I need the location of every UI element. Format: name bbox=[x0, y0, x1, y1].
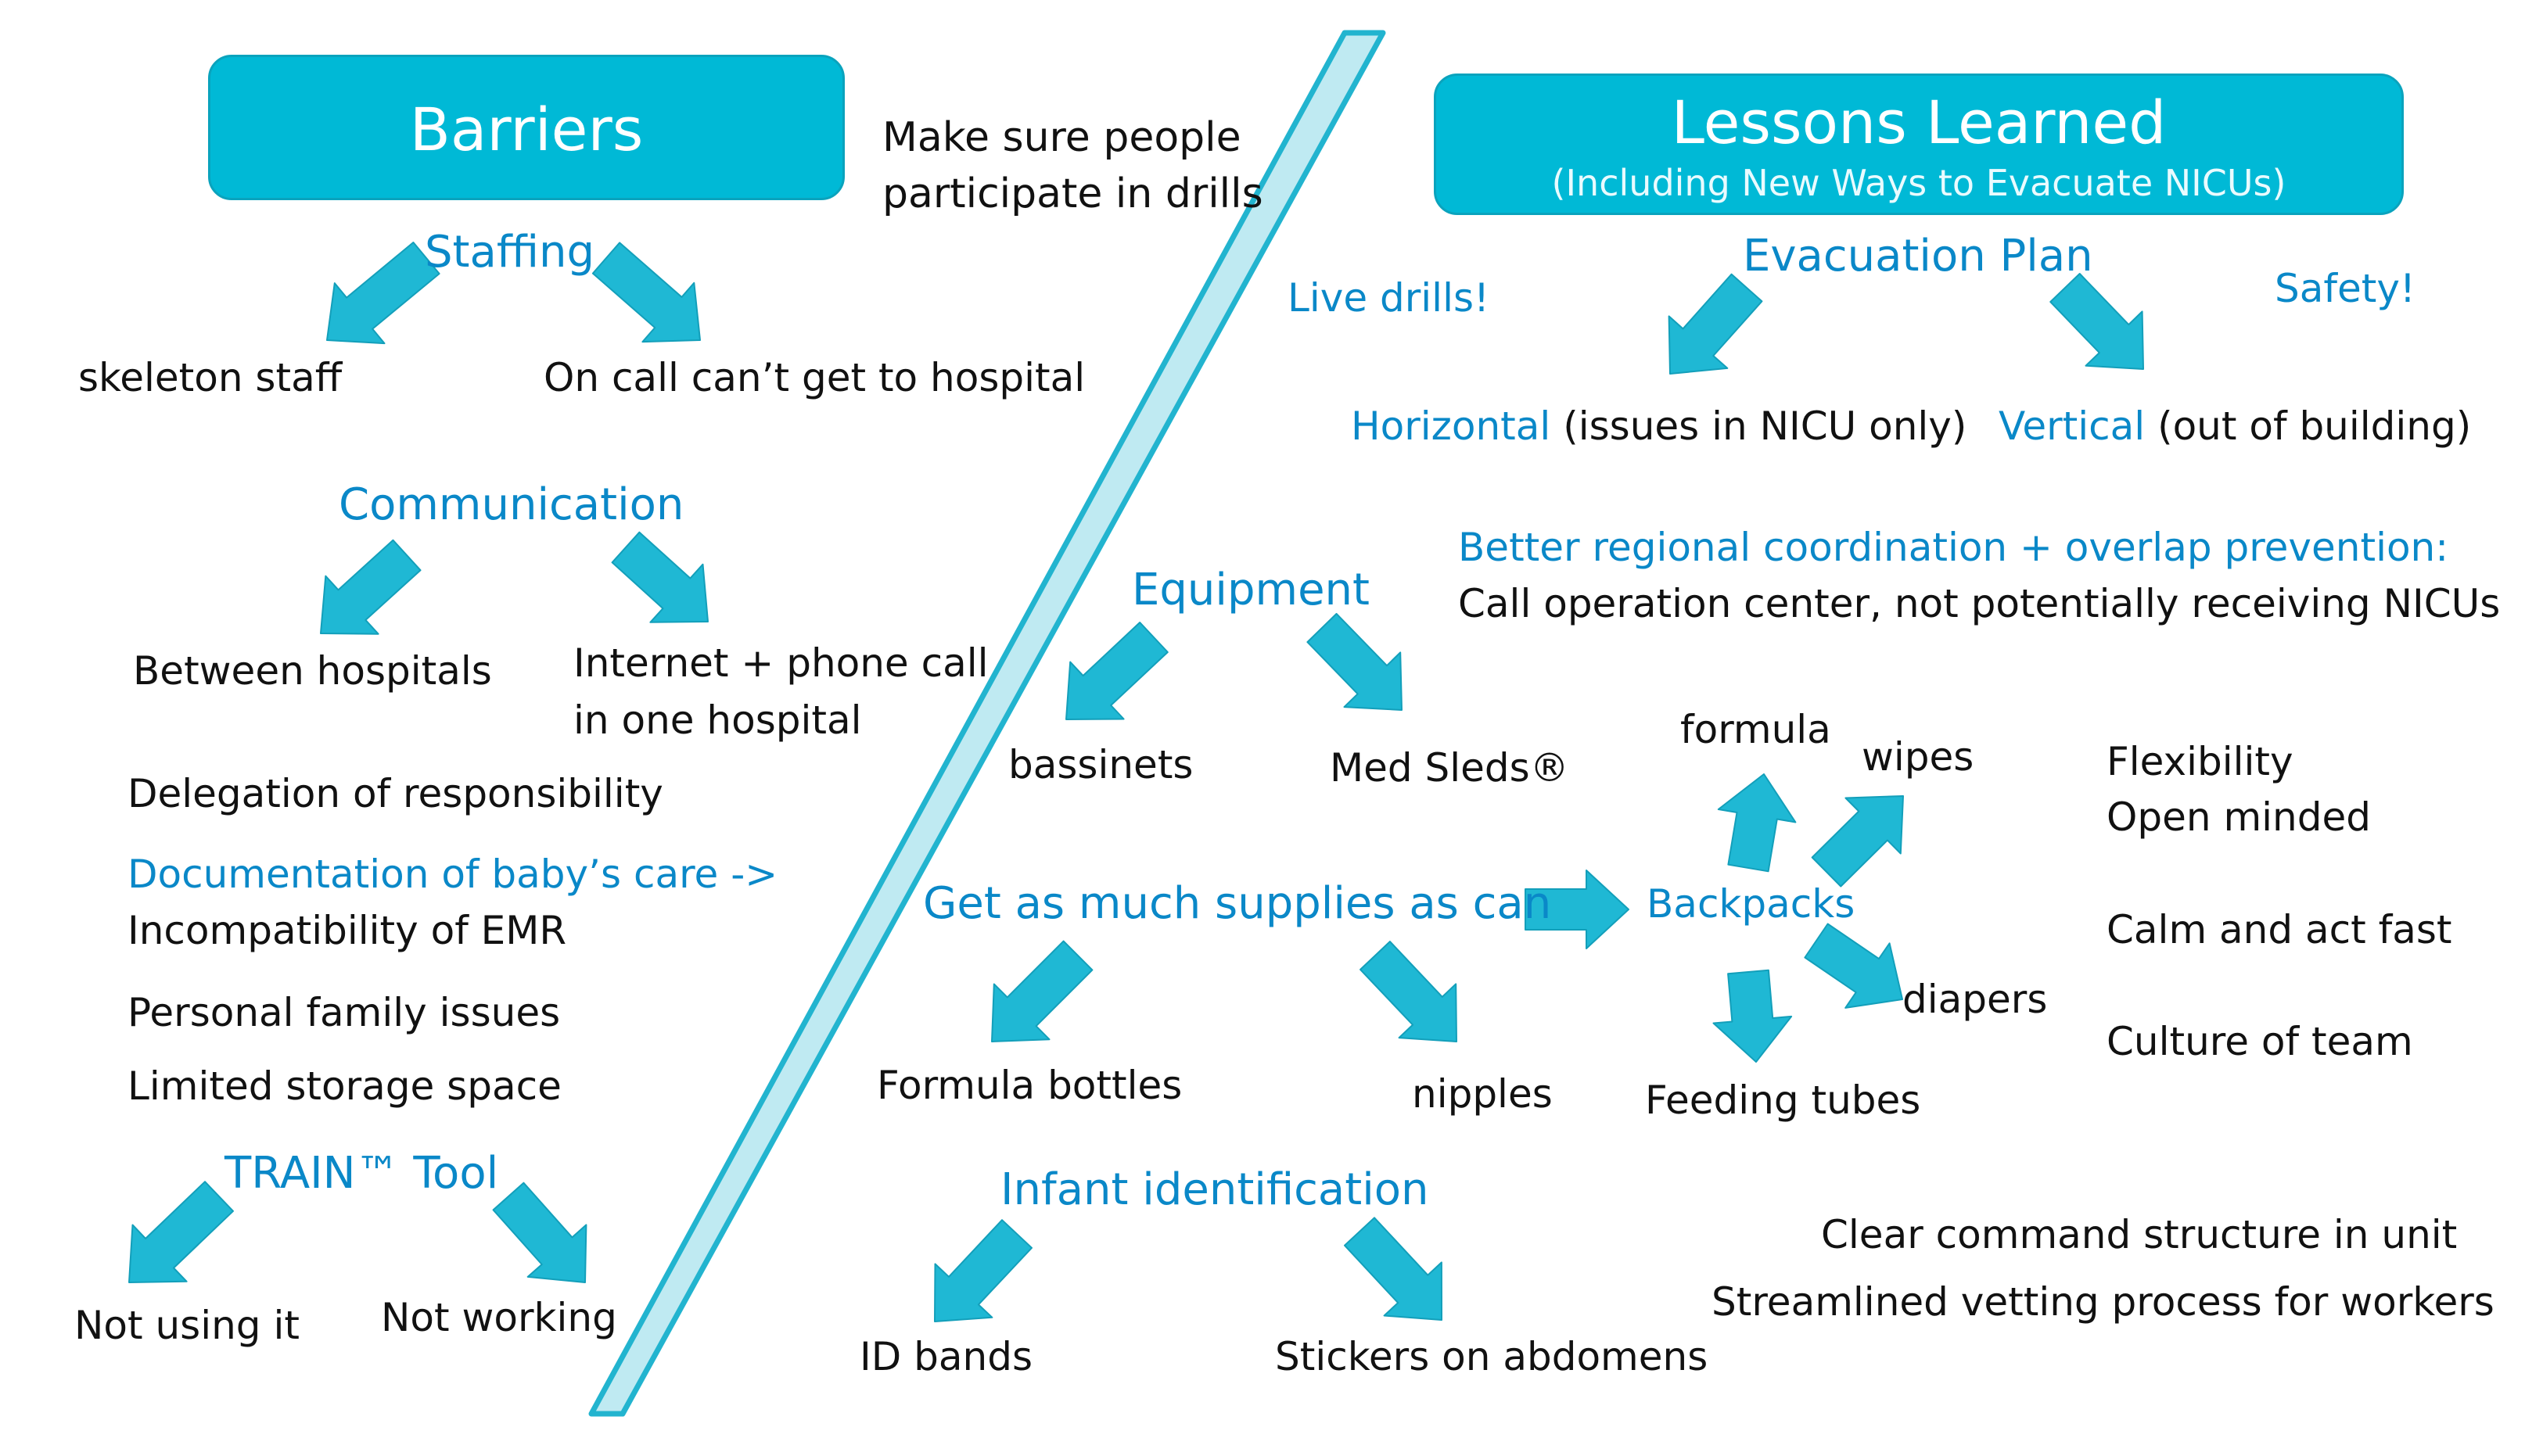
trait-open-minded: Open minded bbox=[2107, 794, 2371, 840]
barriers-title: Barriers bbox=[409, 95, 644, 164]
arrow-supplies-left bbox=[991, 940, 1094, 1042]
vetting-process: Streamlined vetting process for workers bbox=[1711, 1279, 2495, 1325]
formula-bottles-item: Formula bottles bbox=[877, 1063, 1183, 1108]
coordination-detail: Call operation center, not potentially r… bbox=[1458, 581, 2501, 626]
drills-note-line-2: participate in drills bbox=[882, 170, 1263, 217]
storage-item: Limited storage space bbox=[128, 1063, 562, 1109]
barriers-header: Barriers bbox=[208, 55, 845, 200]
evacuation-plan-label: Evacuation Plan bbox=[1743, 231, 2093, 282]
internet-phone-line-1: Internet + phone call bbox=[573, 640, 989, 686]
equipment-label: Equipment bbox=[1132, 565, 1370, 615]
divider-line bbox=[588, 30, 1386, 1417]
arrow-comm-right bbox=[611, 531, 709, 623]
arrow-train-right bbox=[492, 1182, 587, 1283]
arrow-evac-right bbox=[2049, 273, 2144, 370]
arrow-backpacks-formula bbox=[1717, 773, 1797, 873]
feeding-tubes-item: Feeding tubes bbox=[1645, 1078, 1921, 1123]
arrow-staffing-left bbox=[326, 242, 440, 345]
supplies-label: Get as much supplies as can bbox=[923, 878, 1552, 929]
vertical-item: Vertical (out of building) bbox=[1999, 407, 2471, 446]
horizontal-detail: (issues in NICU only) bbox=[1550, 403, 1967, 449]
formula-item: formula bbox=[1680, 707, 1831, 752]
arrow-backpacks-tubes bbox=[1712, 969, 1793, 1063]
diapers-item: diapers bbox=[1902, 977, 2048, 1022]
internet-phone-line-2: in one hospital bbox=[573, 698, 862, 743]
arrow-equip-right bbox=[1306, 612, 1403, 711]
wipes-item: wipes bbox=[1862, 734, 1974, 780]
not-working: Not working bbox=[381, 1295, 617, 1340]
id-bands-item: ID bands bbox=[860, 1334, 1033, 1379]
arrow-equip-left bbox=[1065, 622, 1169, 720]
communication-label: Communication bbox=[339, 479, 684, 530]
horizontal-label: Horizontal bbox=[1351, 403, 1551, 449]
infant-id-label: Infant identification bbox=[1000, 1164, 1429, 1215]
live-drills: Live drills! bbox=[1288, 275, 1490, 321]
lessons-subtitle: (Including New Ways to Evacuate NICUs) bbox=[1551, 162, 2286, 204]
emr-item: Incompatibility of EMR bbox=[128, 908, 567, 953]
documentation-item: Documentation of baby’s care -> bbox=[128, 852, 778, 897]
arrow-staffing-right bbox=[591, 242, 701, 343]
trait-culture: Culture of team bbox=[2107, 1019, 2413, 1064]
arrow-backpacks-wipes bbox=[1811, 795, 1904, 888]
coordination-heading: Better regional coordination + overlap p… bbox=[1458, 525, 2449, 570]
skeleton-staff: skeleton staff bbox=[78, 355, 343, 400]
trait-calm: Calm and act fast bbox=[2107, 907, 2452, 952]
bassinets-item: bassinets bbox=[1008, 742, 1194, 787]
train-tool-label: TRAIN™ Tool bbox=[224, 1148, 499, 1199]
med-sleds-item: Med Sleds® bbox=[1330, 745, 1569, 791]
not-using-it: Not using it bbox=[74, 1303, 300, 1348]
arrow-comm-left bbox=[320, 539, 422, 635]
arrow-train-left bbox=[128, 1181, 234, 1283]
stickers-item: Stickers on abdomens bbox=[1275, 1334, 1708, 1379]
family-item: Personal family issues bbox=[128, 990, 561, 1035]
lessons-header: Lessons Learned (Including New Ways to E… bbox=[1434, 74, 2404, 215]
horizontal-item: Horizontal (issues in NICU only) bbox=[1351, 407, 1967, 446]
drills-note: Make sure people participate in drills bbox=[882, 109, 1263, 222]
lessons-title: Lessons Learned bbox=[1671, 88, 2167, 157]
arrow-backpacks-diapers bbox=[1804, 923, 1903, 1009]
vertical-label: Vertical bbox=[1999, 403, 2146, 449]
safety-note: Safety! bbox=[2275, 266, 2415, 311]
arrow-infant-right bbox=[1344, 1217, 1442, 1321]
delegation-item: Delegation of responsibility bbox=[128, 771, 663, 816]
between-hospitals: Between hospitals bbox=[133, 648, 492, 694]
on-call-item: On call can’t get to hospital bbox=[544, 355, 1086, 400]
command-structure: Clear command structure in unit bbox=[1821, 1212, 2458, 1257]
arrow-infant-left bbox=[934, 1219, 1033, 1322]
arrow-evac-left bbox=[1668, 273, 1763, 375]
vertical-detail: (out of building) bbox=[2145, 403, 2472, 449]
backpacks-label: Backpacks bbox=[1647, 881, 1855, 927]
arrow-supplies-right bbox=[1359, 941, 1457, 1042]
drills-note-line-1: Make sure people bbox=[882, 114, 1241, 161]
trait-flexibility: Flexibility bbox=[2107, 739, 2293, 784]
nipples-item: nipples bbox=[1412, 1071, 1553, 1117]
arrow-supplies-backpacks bbox=[1525, 870, 1629, 949]
staffing-label: Staffing bbox=[425, 227, 594, 278]
